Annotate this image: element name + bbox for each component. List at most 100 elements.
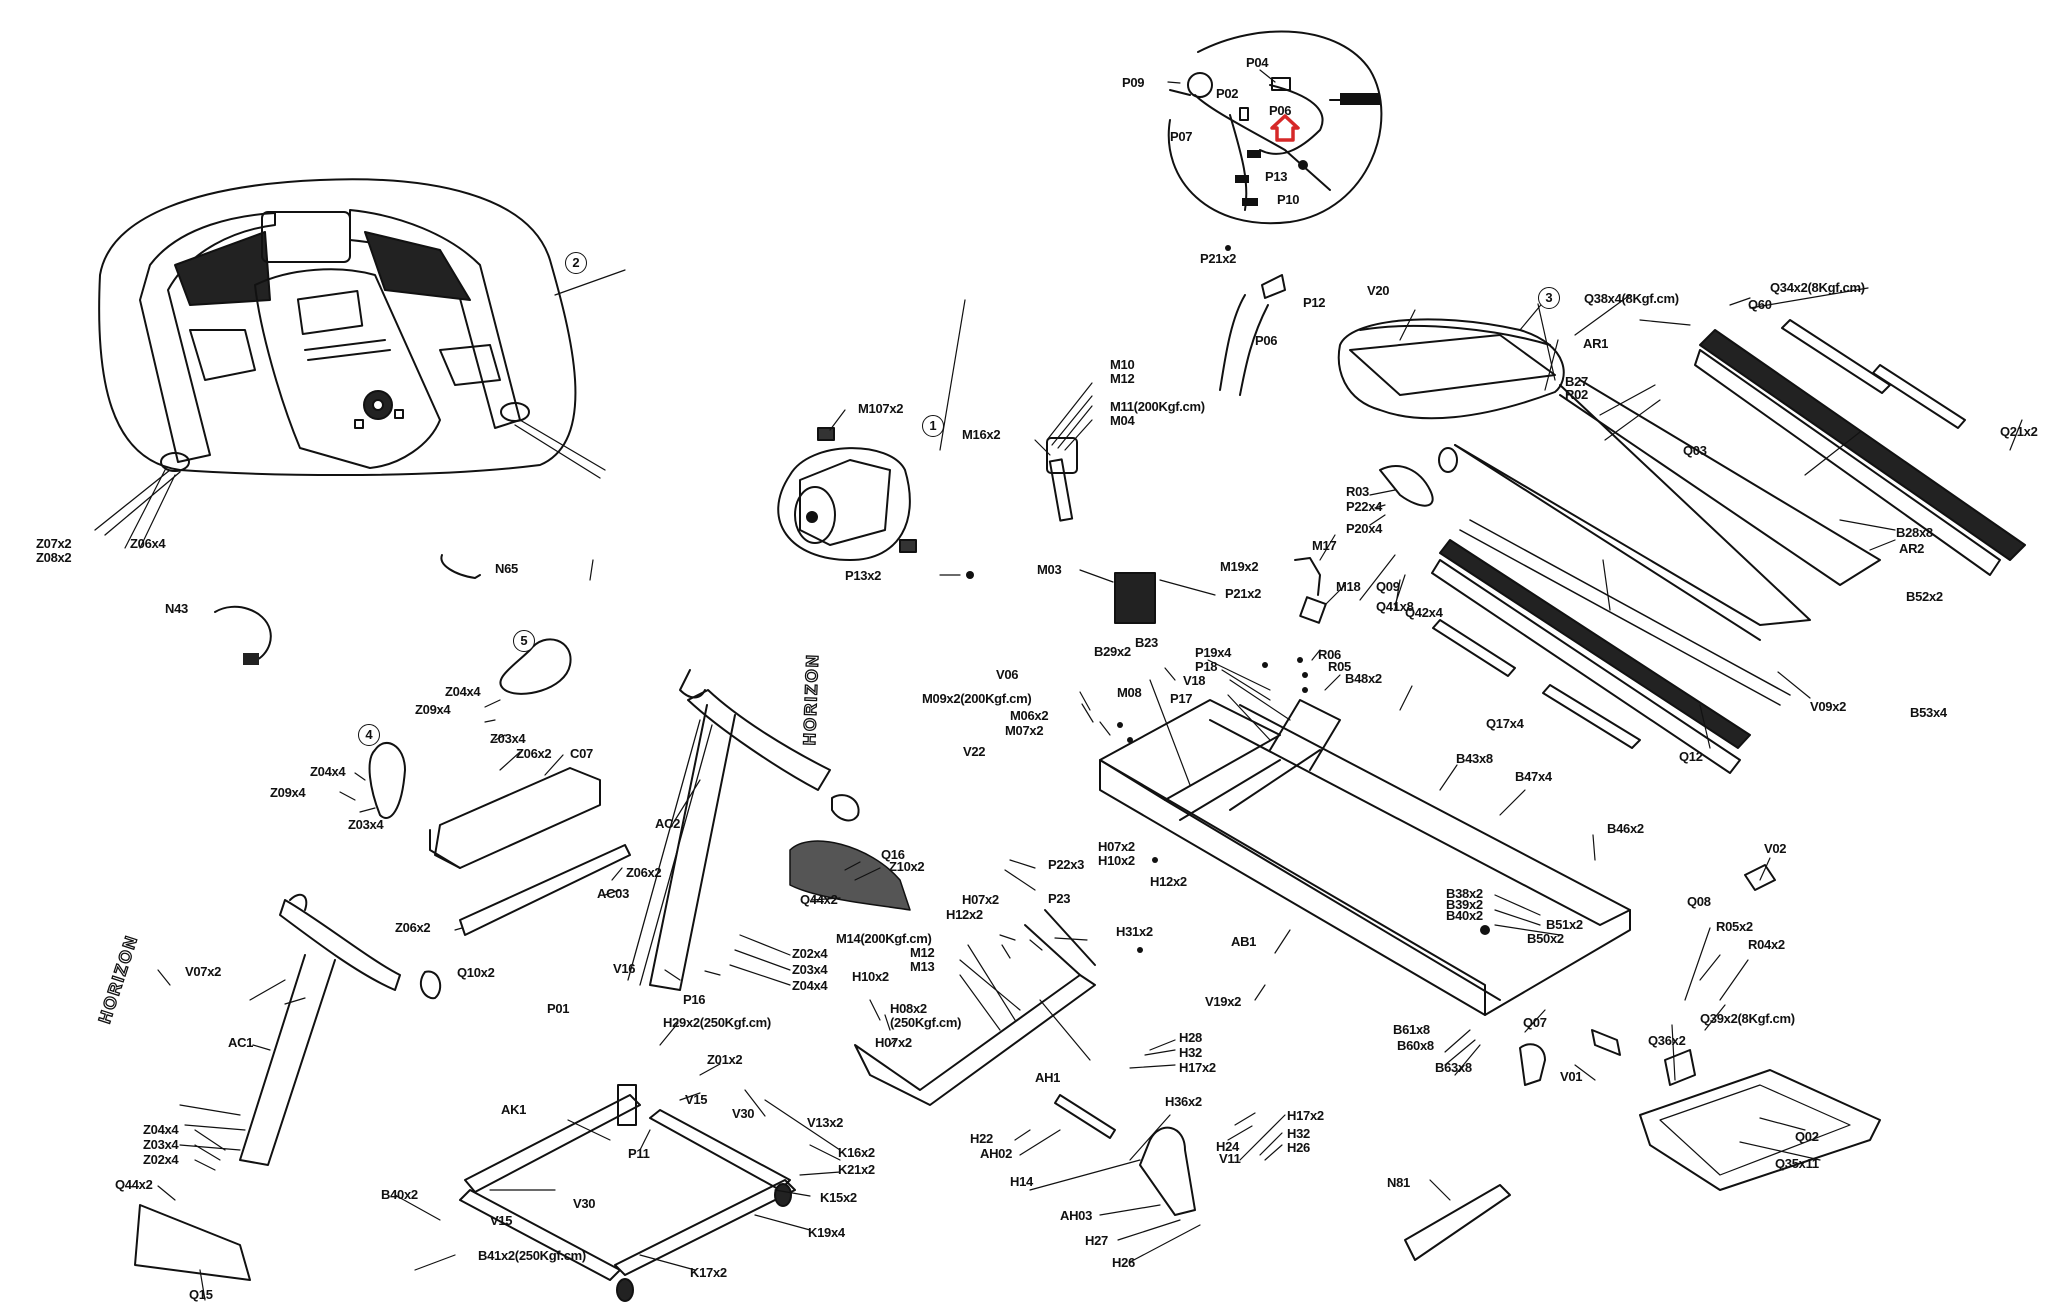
part-label: V16: [613, 961, 636, 976]
incline-frame: [854, 909, 1196, 1216]
part-label: AR2: [1899, 541, 1925, 556]
main-frame: [1099, 699, 1631, 1016]
part-label: H07x2: [1098, 839, 1135, 854]
leader-lines: [124, 69, 2023, 1301]
part-label: B53x4: [1910, 705, 1947, 720]
part-label: Z06x4: [130, 536, 166, 551]
part-label: N65: [495, 561, 518, 576]
part-label: V15: [490, 1213, 513, 1228]
part-label: V09x2: [1810, 699, 1847, 714]
part-label: V30: [573, 1196, 596, 1211]
part-label: V11: [1219, 1151, 1241, 1166]
part-label: Q17x4: [1486, 716, 1524, 731]
cable-n65: [440, 554, 481, 579]
part-label: P07: [1170, 129, 1193, 144]
part-label: H12x2: [946, 907, 983, 922]
part-label: Z04x4: [792, 978, 828, 993]
part-label: P01: [547, 1001, 570, 1016]
part-label: Q21x2: [2000, 424, 2038, 439]
part-label: Q10x2: [457, 965, 495, 980]
assembly-callout-3: 3: [1538, 287, 1560, 309]
part-label: M12: [910, 945, 935, 960]
part-label: H22: [970, 1131, 993, 1146]
part-label: Z09x4: [415, 702, 451, 717]
part-label: V07x2: [185, 964, 222, 979]
base-frame: [459, 1084, 796, 1302]
part-label: P23: [1048, 891, 1071, 906]
part-label: B23: [1135, 635, 1158, 650]
part-label: H26: [1112, 1255, 1135, 1270]
part-label: K17x2: [690, 1265, 727, 1280]
part-label: B43x8: [1456, 751, 1493, 766]
part-label: Q60: [1748, 297, 1772, 312]
part-label: H07x2: [962, 892, 999, 907]
part-label: P16: [683, 992, 706, 1007]
part-label: H17x2: [1179, 1060, 1216, 1075]
part-label: P06: [1255, 333, 1278, 348]
part-label: B61x8: [1393, 1022, 1430, 1037]
part-label: P10: [1277, 192, 1300, 207]
part-label: Z06x2: [516, 746, 552, 761]
part-label: V13x2: [807, 1115, 844, 1130]
part-label: M03: [1037, 562, 1062, 577]
part-label: K16x2: [838, 1145, 875, 1160]
console-assembly: [94, 178, 606, 536]
part-label: P13: [1265, 169, 1288, 184]
part-label: B29x2: [1094, 644, 1131, 659]
part-label: B46x2: [1607, 821, 1644, 836]
part-label: P20x4: [1346, 521, 1383, 536]
rear-parts: [1404, 864, 1881, 1261]
part-label: P04: [1246, 55, 1269, 70]
part-label: M17: [1312, 538, 1337, 553]
part-label: H12x2: [1150, 874, 1187, 889]
part-label: Z08x2: [36, 550, 72, 565]
part-label: P18: [1195, 659, 1218, 674]
part-label: V22: [963, 744, 986, 759]
part-label: Q16: [881, 847, 905, 862]
part-label: M04: [1110, 413, 1135, 428]
part-label: AB1: [1231, 934, 1257, 949]
part-label: H14: [1010, 1174, 1033, 1189]
upright-left: [134, 893, 442, 1281]
part-label: K19x4: [808, 1225, 845, 1240]
part-label: H29x2(250Kgf.cm): [663, 1015, 771, 1030]
part-label: Q42x4: [1405, 605, 1443, 620]
wiring-inset: [1167, 30, 1383, 225]
part-label: M08: [1117, 685, 1142, 700]
part-label: Z04x4: [445, 684, 481, 699]
part-label: Q39x2(8Kgf.cm): [1700, 1011, 1795, 1026]
part-label: K21x2: [838, 1162, 875, 1177]
part-label: M11(200Kgf.cm): [1110, 399, 1205, 414]
motor-mount: [1046, 437, 1078, 522]
cable-n43: [214, 605, 272, 662]
part-label: R02: [1565, 387, 1588, 402]
part-label: V15: [685, 1092, 708, 1107]
part-label: Z09x4: [270, 785, 306, 800]
part-label: B51x2: [1546, 917, 1583, 932]
assembly-callout-5: 5: [513, 630, 535, 652]
part-label: H07x2: [875, 1035, 912, 1050]
part-label: AR1: [1583, 336, 1609, 351]
part-label: M107x2: [858, 401, 904, 416]
part-label: Q36x2: [1648, 1033, 1686, 1048]
part-label: B48x2: [1345, 671, 1382, 686]
part-label: P06: [1269, 103, 1292, 118]
part-label: H10x2: [852, 969, 889, 984]
brand-decal-right: HORIZON: [799, 652, 823, 746]
part-label: Z02x4: [143, 1152, 179, 1167]
part-label: Q44x2: [800, 892, 838, 907]
part-label: P21x2: [1200, 251, 1237, 266]
part-label: Q34x2(8Kgf.cm): [1770, 280, 1865, 295]
part-label: V30: [732, 1106, 755, 1121]
part-label: B63x8: [1435, 1060, 1472, 1075]
part-label: N43: [165, 601, 188, 616]
part-label: Z06x2: [626, 865, 662, 880]
part-label: R03: [1346, 484, 1369, 499]
part-label: B50x2: [1527, 931, 1564, 946]
part-label: Z03x4: [792, 962, 828, 977]
part-label: P09: [1122, 75, 1145, 90]
part-label: Q35x11: [1775, 1156, 1819, 1171]
part-label: Z02x4: [792, 946, 828, 961]
part-label: Z01x2: [707, 1052, 743, 1067]
part-label: B38x2: [1446, 886, 1483, 901]
